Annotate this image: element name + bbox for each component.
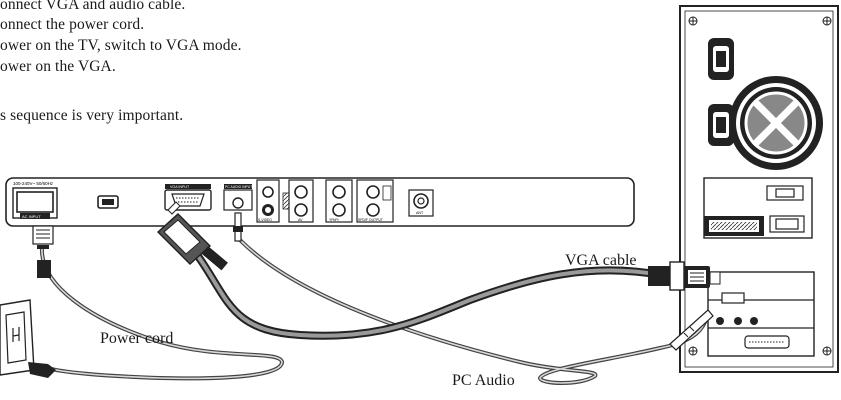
vga-cable-label: VGA cable: [565, 252, 637, 269]
pc-tower-rear: [679, 5, 839, 373]
spdif-ports: SPDIF OUTPUT: [356, 179, 394, 223]
ypbpr-ports: YPbPr: [325, 179, 353, 223]
ant-text: ANT: [416, 211, 424, 215]
ac-rating-text: 100-240V~ 50/60Hz: [13, 181, 54, 186]
expansion-slots: [707, 271, 815, 357]
av-ports: AV: [282, 179, 314, 223]
svideo-text: S-VIDEO: [258, 218, 272, 222]
ypbpr-text: YPbPr: [329, 218, 340, 222]
hdmi-port: [97, 195, 119, 209]
spdif-text: SPDIF OUTPUT: [358, 218, 383, 222]
ac-input-text: AC INPUT: [22, 214, 41, 219]
wall-outlet-icon: [0, 299, 56, 378]
screw-icons: [688, 16, 832, 356]
instruction-note: s sequence is very important.: [0, 107, 184, 124]
vga-plug-icon: [156, 201, 721, 291]
instruction-step-2: onnect the power cord.: [0, 16, 145, 33]
antenna-port: ANT: [408, 189, 434, 217]
io-panel: [703, 177, 813, 239]
power-plug-icon: [32, 225, 54, 278]
power-cord-label: Power cord: [100, 330, 174, 347]
vga-cable: [178, 232, 664, 340]
pc-audio-label: PC Audio: [452, 372, 515, 389]
instruction-step-1: onnect VGA and audio cable.: [0, 0, 186, 13]
vga-port-text: VGA INPUT: [170, 185, 190, 189]
instruction-step-4: ower on the VGA.: [0, 58, 116, 75]
pc-audio-port-text: PC AUDIO INPUT: [225, 185, 252, 189]
power-cord: [39, 246, 285, 381]
ac-input-port: 100-240V~ 50/60Hz AC INPUT: [12, 181, 58, 219]
power-socket-icon: [708, 38, 734, 146]
pc-audio-cable: [238, 238, 707, 385]
av-text: AV: [298, 218, 303, 222]
audio-plug-icon: [233, 212, 714, 351]
instruction-step-3: ower on the TV, switch to VGA mode.: [0, 37, 242, 54]
fan-icon: [729, 76, 823, 170]
pc-audio-input-port: PC AUDIO INPUT: [223, 184, 253, 211]
tv-rear-panel: 100-240V~ 50/60Hz AC INPUT VGA INPUT PC …: [5, 177, 635, 227]
svideo-port: S-VIDEO: [256, 179, 280, 223]
